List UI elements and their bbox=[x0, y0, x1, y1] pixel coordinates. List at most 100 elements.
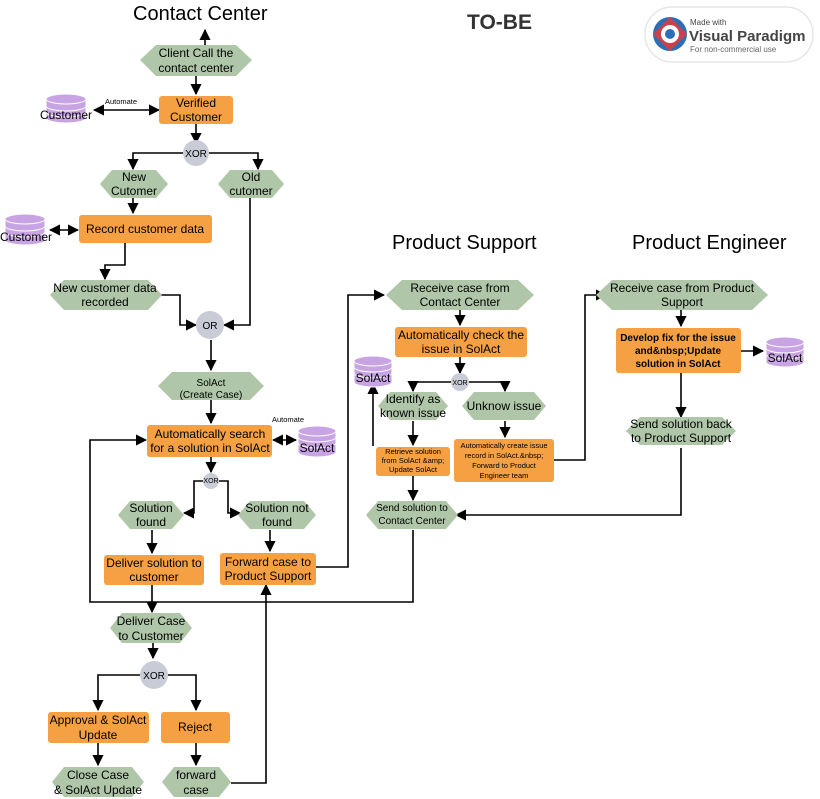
event-identify-known-line1: Identify as bbox=[386, 392, 441, 406]
event-new-customer-line1: New bbox=[122, 170, 146, 184]
sequence-flows bbox=[48, 28, 765, 784]
gateway-or-1[interactable]: OR bbox=[196, 311, 224, 339]
task-auto-check[interactable]: Automatically check the issue in SolAct bbox=[395, 327, 527, 357]
database-solact-2[interactable]: SolAct bbox=[353, 355, 393, 388]
task-forward-to-ps[interactable]: Forward case to Product Support bbox=[220, 553, 316, 585]
flow-recorded-to-or bbox=[160, 294, 198, 331]
database-solact-1[interactable]: SolAct bbox=[297, 425, 337, 458]
event-pe-receive-line1: Receive case from Product bbox=[610, 281, 755, 295]
event-send-solution-line2: Contact Center bbox=[378, 516, 446, 527]
flow-forwardcase-to-ps bbox=[231, 583, 272, 784]
event-deliver-case-line1: Deliver Case bbox=[117, 614, 186, 628]
visual-paradigm-watermark: Made with Visual Paradigm For non-commer… bbox=[644, 6, 814, 63]
task-create-line1: Automatically create issue bbox=[460, 441, 547, 450]
flow-forward-to-ps bbox=[316, 289, 386, 568]
edge-label-automate-2: Automate bbox=[272, 415, 304, 424]
gateway-xor-3-label: XOR bbox=[143, 671, 165, 682]
event-solution-not-found-line2: found bbox=[262, 515, 292, 529]
event-solution-found-line1: Solution bbox=[129, 501, 172, 515]
task-develop-fix[interactable]: Develop fix for the issue and&nbsp;Updat… bbox=[616, 328, 741, 373]
event-client-call-line1: Client Call the bbox=[159, 46, 234, 60]
event-pe-receive-case[interactable]: Receive case from Product Support bbox=[596, 280, 768, 310]
task-approval-update[interactable]: Approval & SolAct Update bbox=[48, 712, 149, 743]
event-send-solution-line1: Send solution to bbox=[376, 503, 448, 514]
database-customer-2-label: Customer bbox=[0, 230, 52, 244]
visual-paradigm-logo-icon bbox=[653, 17, 687, 51]
gateway-xor-3[interactable]: XOR bbox=[140, 661, 168, 689]
event-unknown-issue[interactable]: Unknow issue bbox=[462, 392, 546, 420]
flow-xor1-to-old bbox=[209, 152, 264, 171]
event-close-case[interactable]: Close Case & SolAct Update bbox=[52, 767, 144, 797]
task-deliver-line1: Deliver solution to bbox=[106, 556, 202, 570]
task-verified-customer[interactable]: Verified Customer bbox=[159, 96, 233, 124]
task-auto-search-line1: Automatically search bbox=[155, 427, 266, 441]
event-forward-case[interactable]: forward case bbox=[162, 767, 231, 797]
event-client-call-line2: contact center bbox=[158, 61, 233, 75]
gateway-xor-2[interactable]: XOR bbox=[203, 473, 219, 489]
task-forward-line1: Forward case to bbox=[225, 555, 311, 569]
flow-xor2-to-notfound bbox=[219, 480, 242, 519]
event-deliver-case[interactable]: Deliver Case to Customer bbox=[110, 613, 192, 643]
event-solution-not-found[interactable]: Solution not found bbox=[238, 501, 316, 529]
task-reject-label: Reject bbox=[178, 720, 213, 734]
event-recorded-line1: New customer data bbox=[53, 281, 157, 295]
event-send-solution-back[interactable]: Send solution back to Product Support bbox=[626, 417, 736, 445]
edge-label-automate-1: Automate bbox=[105, 97, 137, 106]
event-ps-receive-line1: Receive case from bbox=[410, 281, 509, 295]
task-develop-line1: Develop fix for the issue bbox=[620, 333, 736, 344]
task-create-line3: Forward to Product bbox=[472, 461, 537, 470]
event-recorded-line2: recorded bbox=[81, 295, 128, 309]
gateway-or-1-label: OR bbox=[203, 321, 218, 332]
lane-title-product-support: Product Support bbox=[392, 232, 537, 254]
task-deliver-solution[interactable]: Deliver solution to customer bbox=[104, 555, 204, 585]
event-create-case-line2: (Create Case) bbox=[180, 390, 243, 401]
flow-xor4-to-unknown bbox=[469, 380, 511, 393]
flow-send-solution-to-search bbox=[89, 434, 414, 603]
database-customer-1[interactable]: Customer bbox=[40, 93, 92, 124]
page-title: TO-BE bbox=[467, 11, 532, 34]
task-forward-line2: Product Support bbox=[225, 569, 312, 583]
event-pe-receive-line2: Support bbox=[661, 295, 704, 309]
event-new-customer-data-recorded[interactable]: New customer data recorded bbox=[50, 280, 162, 310]
task-approval-line2: Update bbox=[79, 728, 118, 742]
event-solution-found[interactable]: Solution found bbox=[118, 501, 184, 529]
event-new-customer[interactable]: New Cutomer bbox=[100, 170, 168, 198]
task-auto-check-line1: Automatically check the bbox=[398, 328, 524, 342]
event-send-solution-cc[interactable]: Send solution to Contact Center bbox=[366, 501, 458, 529]
database-customer-1-label: Customer bbox=[40, 108, 92, 122]
task-auto-search[interactable]: Automatically search for a solution in S… bbox=[147, 425, 272, 457]
event-old-customer[interactable]: Old cutomer bbox=[218, 170, 284, 198]
event-old-customer-line2: cutomer bbox=[229, 184, 272, 198]
event-create-case-line1: SolAct bbox=[197, 378, 226, 389]
gateway-xor-4[interactable]: XOR bbox=[451, 373, 469, 391]
task-create-line2: record in SolAct.&nbsp; bbox=[465, 451, 543, 460]
database-solact-2-label: SolAct bbox=[356, 371, 391, 385]
event-solact-create-case[interactable]: SolAct (Create Case) bbox=[158, 372, 264, 401]
task-auto-check-line2: issue in SolAct bbox=[422, 342, 501, 356]
task-reject[interactable]: Reject bbox=[161, 712, 230, 743]
task-auto-create-record[interactable]: Automatically create issue record in Sol… bbox=[454, 439, 554, 482]
task-record-label: Record customer data bbox=[86, 222, 204, 236]
task-auto-search-line2: for a solution in SolAct bbox=[150, 441, 270, 455]
event-identify-known-line2: known issue bbox=[380, 406, 446, 420]
database-customer-2[interactable]: Customer bbox=[0, 213, 52, 246]
event-forward-case-line2: case bbox=[183, 783, 209, 797]
database-solact-1-label: SolAct bbox=[300, 441, 335, 455]
task-record-customer-data[interactable]: Record customer data bbox=[79, 215, 212, 243]
flow-xor3-to-reject bbox=[168, 674, 202, 712]
task-retrieve-solution[interactable]: Retrieve solution from SolAct &amp; Upda… bbox=[376, 447, 450, 476]
event-old-customer-line1: Old bbox=[242, 170, 261, 184]
task-verified-line1: Verified bbox=[176, 96, 216, 110]
event-identify-known[interactable]: Identify as known issue bbox=[378, 392, 448, 420]
database-solact-3[interactable]: SolAct bbox=[765, 336, 805, 368]
task-verified-line2: Customer bbox=[170, 110, 222, 124]
task-create-line4: Engineer team bbox=[480, 471, 529, 480]
flow-sendback-to-send bbox=[454, 448, 682, 521]
flow-xor4-to-known bbox=[407, 380, 451, 393]
task-approval-line1: Approval & SolAct bbox=[50, 713, 147, 727]
gateway-xor-1[interactable]: XOR bbox=[183, 140, 209, 166]
event-client-call[interactable]: Client Call the contact center bbox=[140, 45, 252, 76]
event-ps-receive-case[interactable]: Receive case from Contact Center bbox=[386, 280, 534, 310]
